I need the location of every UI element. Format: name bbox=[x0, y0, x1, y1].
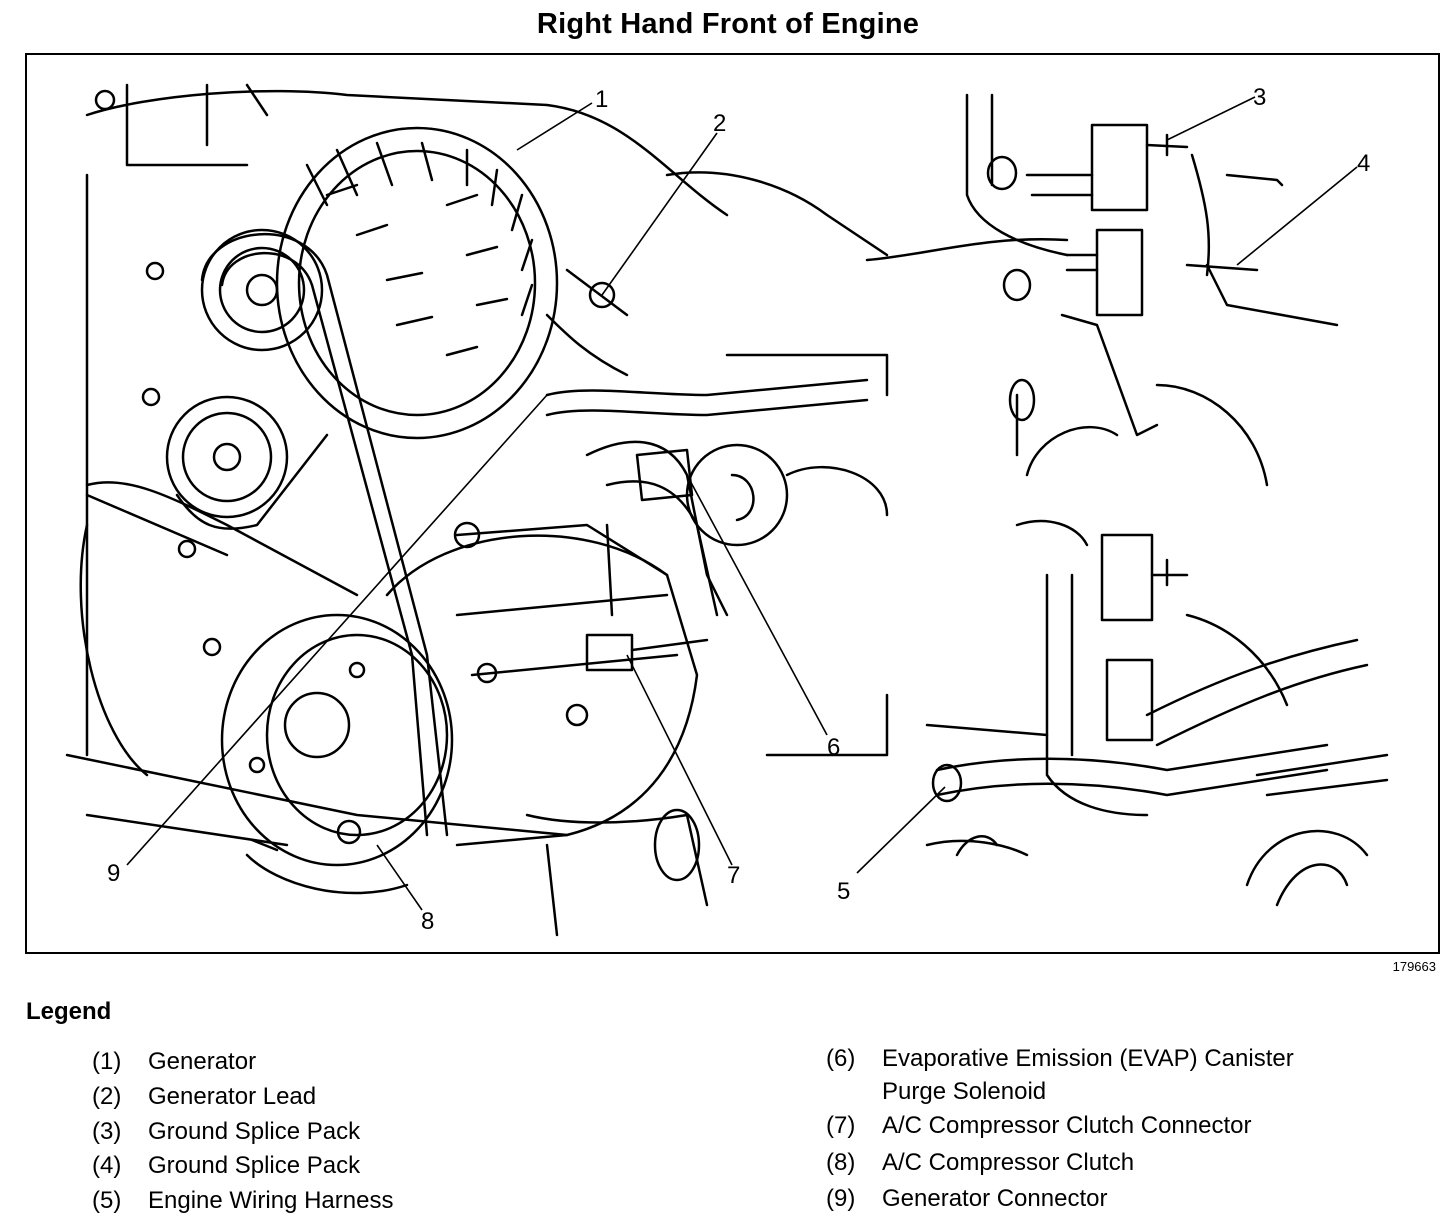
legend-label: Generator bbox=[148, 1048, 257, 1075]
legend-num: (1) bbox=[92, 1048, 122, 1075]
callout-5: 5 bbox=[837, 878, 850, 905]
legend-label: A/C Compressor Clutch Connector bbox=[882, 1112, 1252, 1139]
callout-9: 9 bbox=[107, 860, 120, 887]
legend-label: Generator Connector bbox=[882, 1185, 1108, 1212]
legend-label-line2: Purge Solenoid bbox=[882, 1078, 1047, 1105]
engine-illustration: 1 2 3 4 5 6 7 8 9 bbox=[65, 83, 1389, 937]
legend-label: Generator Lead bbox=[148, 1083, 317, 1110]
callout-6: 6 bbox=[827, 734, 840, 761]
legend-heading: Legend bbox=[26, 998, 112, 1025]
legend-label: Ground Splice Pack bbox=[148, 1118, 361, 1145]
callout-7: 7 bbox=[727, 862, 740, 889]
legend-num: (9) bbox=[826, 1185, 856, 1212]
figure-id: 179663 bbox=[1392, 959, 1436, 974]
callout-3: 3 bbox=[1253, 84, 1266, 111]
legend-label: Ground Splice Pack bbox=[148, 1152, 361, 1179]
callout-2: 2 bbox=[713, 110, 726, 137]
legend-num: (5) bbox=[92, 1187, 122, 1214]
legend-num: (8) bbox=[826, 1149, 856, 1176]
callout-4: 4 bbox=[1357, 150, 1370, 177]
legend-num: (3) bbox=[92, 1118, 122, 1145]
callout-8: 8 bbox=[421, 908, 434, 935]
legend-label: Evaporative Emission (EVAP) Canister bbox=[882, 1045, 1294, 1072]
diagram-title: Right Hand Front of Engine bbox=[536, 8, 920, 40]
legend-label: Engine Wiring Harness bbox=[148, 1187, 394, 1214]
legend-num: (7) bbox=[826, 1112, 856, 1139]
engine-illustration-frame: 1 2 3 4 5 6 7 8 9 bbox=[25, 53, 1440, 954]
legend-num: (4) bbox=[92, 1152, 122, 1179]
legend-label: A/C Compressor Clutch bbox=[882, 1149, 1135, 1176]
legend-num: (6) bbox=[826, 1045, 856, 1072]
legend-num: (2) bbox=[92, 1083, 122, 1110]
callout-1: 1 bbox=[595, 86, 608, 113]
